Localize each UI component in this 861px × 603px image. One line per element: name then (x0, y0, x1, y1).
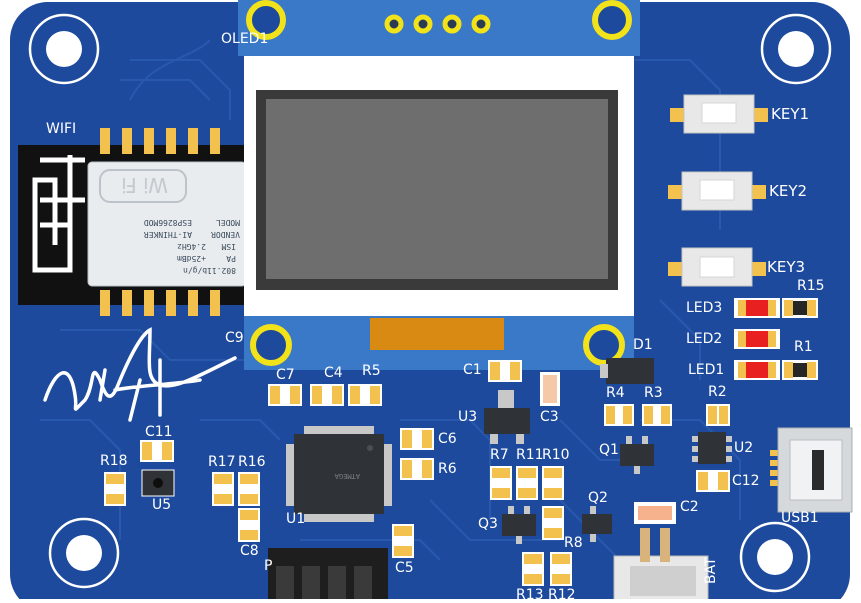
label-c2: C2 (680, 499, 699, 515)
label-key3: KEY3 (767, 258, 806, 276)
mounting-hole-bottom-right (739, 521, 811, 593)
label-r7: R7 (490, 447, 509, 463)
label-r4: R4 (606, 385, 625, 401)
label-q1: Q1 (599, 442, 619, 458)
u1-microcontroller: ATMEGA (286, 426, 392, 522)
oled-flex-cable (370, 318, 504, 350)
u5-sensor (141, 469, 175, 497)
label-u1: U1 (286, 511, 306, 527)
q2-transistor (582, 506, 612, 542)
bat-connector (613, 528, 709, 603)
oled-display (238, 0, 640, 370)
led3 (734, 298, 780, 318)
label-r11: R11 (516, 447, 544, 463)
label-r10: R10 (542, 447, 570, 463)
label-u2: U2 (734, 440, 754, 456)
svg-text:+25dBm: +25dBm (177, 254, 206, 263)
wifi-module: 802.11b/g/n PA +25dBm ISM 2.4GHz VENDOR … (18, 128, 248, 316)
oled-header-pins (384, 14, 491, 34)
oled-screen (266, 99, 608, 279)
oled-hole-bl (250, 324, 292, 366)
label-c1: C1 (463, 362, 482, 378)
q3-transistor (502, 506, 536, 544)
led2 (734, 329, 780, 349)
label-led3: LED3 (686, 300, 723, 316)
label-r16: R16 (238, 454, 266, 470)
label-c3: C3 (540, 409, 559, 425)
usb1-connector (770, 427, 853, 513)
label-q3: Q3 (478, 516, 498, 532)
key1-switch (670, 94, 768, 134)
label-r15: R15 (797, 278, 825, 294)
svg-text:VENDOR: VENDOR (211, 230, 240, 239)
svg-text:MODEL: MODEL (216, 218, 240, 227)
wifi-shield-marking: 802.11b/g/n PA +25dBm ISM 2.4GHz VENDOR … (99, 169, 240, 275)
oled-hole-tl (246, 0, 286, 40)
svg-text:AI-THINKER: AI-THINKER (144, 230, 192, 239)
svg-text:Wi Fi: Wi Fi (121, 173, 168, 197)
key3-switch (668, 247, 766, 287)
label-c8: C8 (240, 543, 259, 559)
label-key1: KEY1 (771, 105, 810, 123)
mounting-hole-top-right (760, 13, 832, 85)
label-led1: LED1 (688, 362, 725, 378)
led1 (734, 360, 780, 380)
label-r18: R18 (100, 453, 128, 469)
label-d1: D1 (633, 337, 653, 353)
svg-text:ISM: ISM (221, 242, 236, 251)
q1-transistor (620, 436, 654, 474)
label-wifi: WIFI (46, 121, 77, 137)
svg-text:ESP8266MOD: ESP8266MOD (144, 218, 192, 227)
label-c4: C4 (324, 365, 343, 381)
svg-text:802.11b/g/n: 802.11b/g/n (183, 266, 236, 275)
svg-text:ATMEGA: ATMEGA (334, 472, 360, 480)
p1-header (268, 548, 388, 599)
label-r8: R8 (564, 535, 583, 551)
label-r3: R3 (644, 385, 663, 401)
label-r6: R6 (438, 461, 457, 477)
smd-parts (104, 298, 818, 586)
signature-mark (43, 327, 237, 422)
label-r17: R17 (208, 454, 236, 470)
svg-text:PA: PA (226, 254, 236, 263)
label-r12: R12 (548, 587, 576, 603)
label-r13: R13 (516, 587, 544, 603)
label-c5: C5 (395, 560, 414, 576)
label-c6: C6 (438, 431, 457, 447)
u2-chip (692, 432, 732, 464)
svg-text:2.4GHz: 2.4GHz (177, 242, 206, 251)
label-key2: KEY2 (769, 182, 808, 200)
label-u3: U3 (458, 409, 478, 425)
label-c9: C9 (225, 330, 244, 346)
mounting-hole-top-left (28, 13, 100, 85)
d1-diode (600, 358, 654, 384)
antenna-trace (32, 155, 85, 273)
label-oled1: OLED1 (221, 31, 269, 47)
label-c12: C12 (732, 473, 760, 489)
label-p1: P (264, 558, 273, 574)
label-u5: U5 (152, 497, 172, 513)
label-r2: R2 (708, 384, 727, 400)
label-r5: R5 (362, 363, 381, 379)
oled-hole-tr (592, 0, 632, 40)
label-c11: C11 (145, 424, 173, 440)
label-usb1: USB1 (781, 510, 819, 526)
label-led2: LED2 (686, 331, 723, 347)
mounting-hole-bottom-left (48, 517, 120, 589)
oled-hole-br (583, 324, 625, 366)
label-bat: BAT (703, 557, 719, 584)
label-q2: Q2 (588, 490, 608, 506)
u3-regulator (484, 390, 530, 444)
label-c7: C7 (276, 367, 295, 383)
label-r1: R1 (794, 339, 813, 355)
key2-switch (668, 171, 766, 211)
